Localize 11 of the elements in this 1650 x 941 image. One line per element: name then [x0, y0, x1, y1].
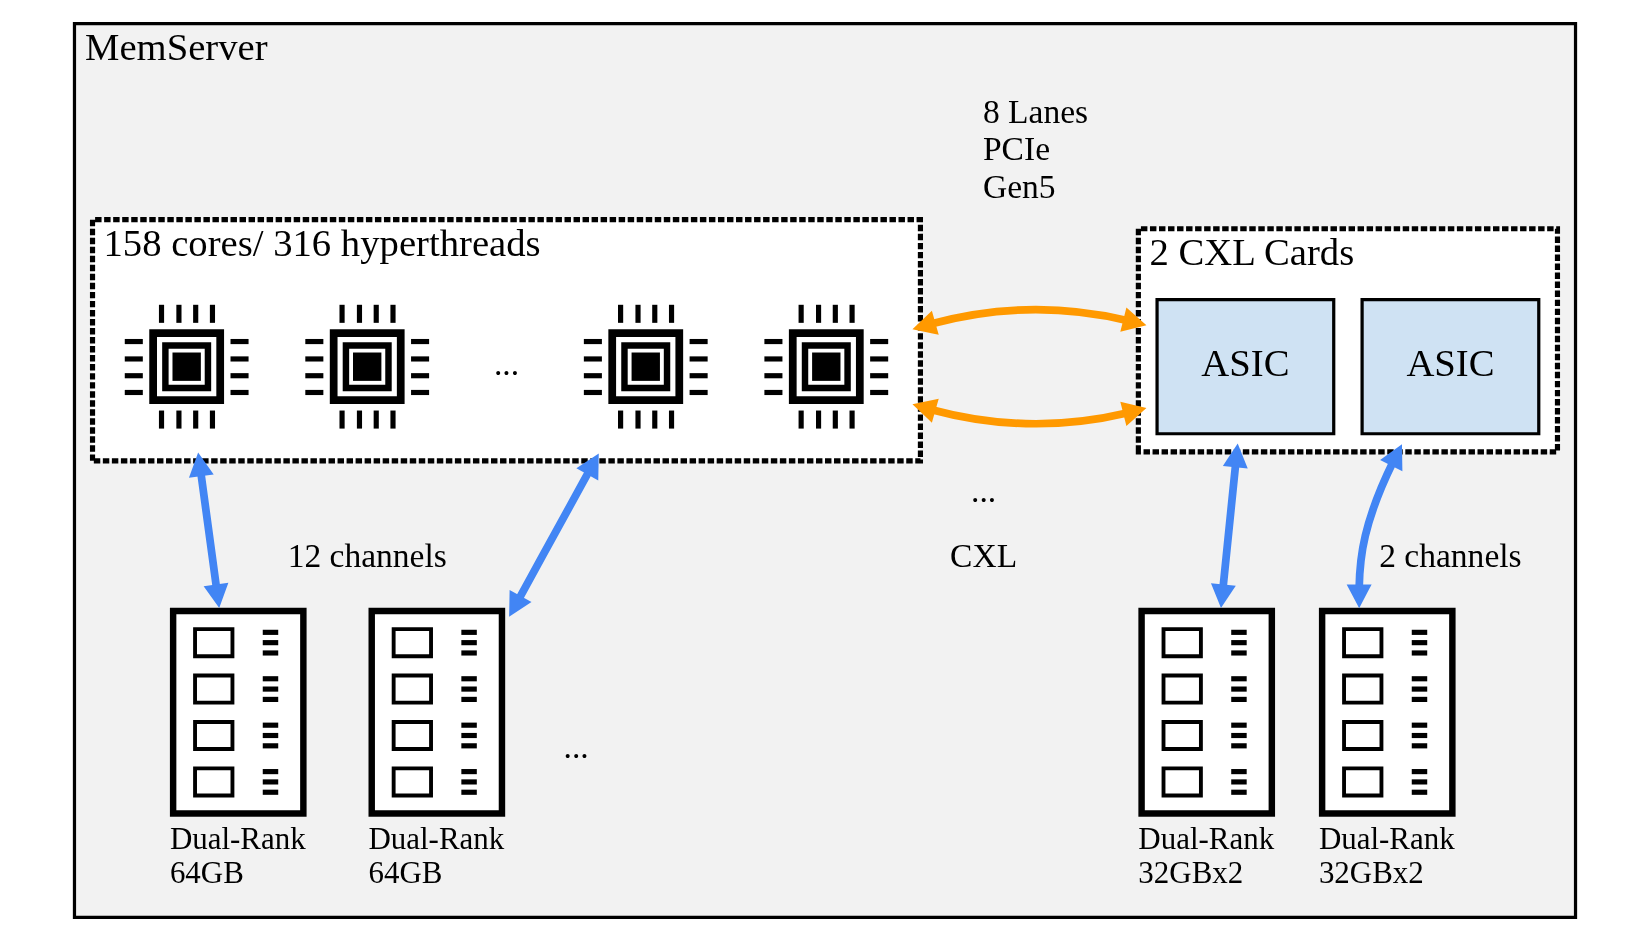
label: ... — [971, 472, 997, 510]
node-label: Dual-Rank 32GBx2 — [1318, 821, 1455, 890]
label: ... — [563, 727, 589, 765]
label: 8 Lanes PCIe Gen5 — [982, 92, 1089, 205]
node-label: Dual-Rank 32GBx2 — [1138, 821, 1275, 890]
label: 2 channels — [1379, 536, 1522, 574]
label: ... — [493, 344, 520, 382]
node-label: Dual-Rank 64GB — [368, 821, 505, 890]
label: CXL — [950, 536, 1018, 574]
node-label: Dual-Rank 64GB — [169, 821, 306, 890]
label: 12 channels — [287, 536, 447, 574]
